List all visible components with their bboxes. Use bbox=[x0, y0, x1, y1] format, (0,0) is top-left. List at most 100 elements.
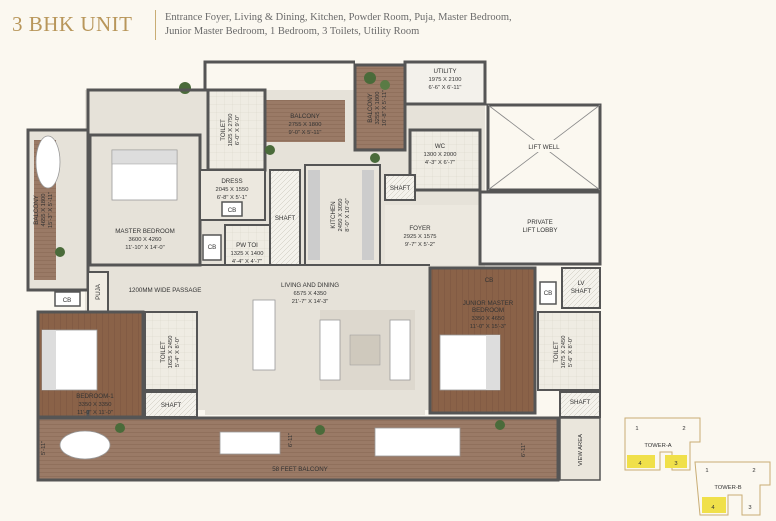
lv-label-2: SHAFT bbox=[571, 288, 592, 295]
kitchen-ft: 8'-0" X 10'-0" bbox=[345, 198, 351, 231]
wc-room bbox=[408, 128, 482, 192]
cb-junior-label: CB bbox=[485, 277, 494, 284]
toilet-jm-ft: 5'-6" X 8'-0" bbox=[568, 337, 574, 367]
bedroom1-ft: 11'-0" X 11'-0" bbox=[77, 410, 113, 416]
toilet-b1-name: TOILET bbox=[160, 341, 167, 363]
wc-name: WC bbox=[435, 143, 446, 150]
foyer-name: FOYER bbox=[409, 225, 431, 232]
plant bbox=[315, 425, 325, 435]
plant bbox=[495, 420, 505, 430]
toilet-master-ft: 6'-0" X 9'-0" bbox=[235, 115, 241, 145]
living-sofa bbox=[319, 319, 341, 381]
key-b-1: 1 bbox=[705, 468, 708, 474]
utility-name: UTILITY bbox=[433, 68, 456, 75]
key-b-4: 4 bbox=[711, 505, 715, 511]
master-bedroom-mm: 3600 X 4260 bbox=[129, 237, 162, 243]
plant bbox=[380, 80, 390, 90]
plant bbox=[265, 145, 275, 155]
balcony-top-mm: 2755 X 1800 bbox=[289, 122, 322, 128]
key-unit-highlight-a3 bbox=[665, 455, 687, 468]
description-line-1: Entrance Foyer, Living & Dining, Kitchen… bbox=[165, 12, 512, 23]
cb-junior-side-label: CB bbox=[544, 290, 553, 297]
cb-passage-label: CB bbox=[63, 297, 72, 304]
living-ft: 21'-7" X 14'-3" bbox=[292, 299, 329, 305]
dim-611-right: 6'-11" bbox=[521, 443, 527, 457]
cb-master bbox=[221, 201, 243, 217]
key-a-2: 2 bbox=[682, 426, 685, 432]
foyer-mm: 2925 X 1575 bbox=[404, 234, 437, 240]
dining-table bbox=[252, 299, 276, 371]
plant bbox=[55, 247, 65, 257]
dress-name: DRESS bbox=[221, 178, 242, 185]
balcony-lounger-left bbox=[59, 430, 111, 460]
lift-well bbox=[486, 103, 602, 192]
junior-ft: 11'-0" X 15'-3" bbox=[470, 324, 506, 330]
key-a-3: 3 bbox=[674, 461, 677, 467]
dim-611-mid: 6'-11" bbox=[288, 433, 294, 447]
utility-mm: 1975 X 2100 bbox=[429, 77, 462, 83]
toilet-jm-name: TOILET bbox=[553, 341, 560, 363]
unit-description: Entrance Foyer, Living & Dining, Kitchen… bbox=[165, 11, 525, 39]
puja-label: PUJA bbox=[95, 283, 102, 300]
balcony-kitchen-mm: 3255 X 1800 bbox=[375, 92, 381, 125]
junior-name-1: JUNIOR MASTER bbox=[463, 300, 514, 307]
header-divider bbox=[155, 10, 156, 40]
wc-ft: 4'-3" X 6'-7" bbox=[425, 160, 455, 166]
toilet-master-mm: 1825 X 2750 bbox=[228, 114, 234, 147]
cb-bedroom-side bbox=[202, 234, 222, 261]
pw-toi-ft: 4'-4" X 4'-7" bbox=[232, 259, 262, 265]
lift-lobby-line2: LIFT LOBBY bbox=[523, 227, 558, 234]
balcony-dining-set bbox=[219, 431, 281, 455]
balcony-58-label: 58 FEET BALCONY bbox=[272, 466, 328, 473]
pw-toi-mm: 1325 X 1400 bbox=[231, 251, 264, 257]
shaft-kitchen-label: SHAFT bbox=[275, 215, 296, 222]
balcony-top-ft: 9'-0" X 5'-11" bbox=[289, 130, 322, 136]
toilet-master-name: TOILET bbox=[220, 119, 227, 141]
plant bbox=[115, 423, 125, 433]
shaft-jm-label: SHAFT bbox=[570, 399, 591, 406]
kitchen-name: KITCHEN bbox=[330, 201, 337, 228]
dress-room bbox=[199, 169, 266, 221]
junior-mm: 3350 X 4650 bbox=[472, 316, 505, 322]
balcony-kitchen-name: BALCONY bbox=[367, 93, 374, 123]
utility-ft: 6'-6" X 6'-11" bbox=[429, 85, 462, 91]
foyer-ft: 9'-7" X 5'-2" bbox=[405, 242, 435, 248]
shaft-top-label: SHAFT bbox=[390, 185, 411, 192]
pw-toilet bbox=[224, 224, 271, 266]
dim-511-left: 5'-11" bbox=[41, 441, 47, 455]
shaft-junior bbox=[559, 391, 601, 418]
key-tower-a: TOWER-A bbox=[644, 443, 671, 449]
dress-mm: 2045 X 1550 bbox=[216, 187, 249, 193]
view-area bbox=[559, 417, 601, 481]
key-plan: 1 2 4 3 TOWER-A 1 2 4 3 TOWER-B bbox=[624, 417, 771, 516]
key-a-4: 4 bbox=[638, 461, 642, 467]
balcony-left-name: BALCONY bbox=[33, 195, 40, 225]
key-tower-b: TOWER-B bbox=[714, 485, 741, 491]
balcony-top bbox=[265, 100, 345, 142]
balcony-sofa-set bbox=[374, 427, 461, 457]
balcony-kitchen-ft: 10'-8" X 5'-11" bbox=[382, 90, 388, 126]
private-lift-lobby bbox=[478, 190, 602, 266]
cb-side-label: CB bbox=[208, 244, 217, 251]
plant bbox=[364, 72, 376, 84]
key-unit-highlight-b bbox=[702, 497, 726, 513]
living-mm: 6575 X 4350 bbox=[294, 291, 327, 297]
lv-label-1: LV bbox=[577, 280, 585, 287]
outer-wall bbox=[86, 60, 355, 418]
foyer-room bbox=[385, 205, 480, 265]
toilet-b1-mm: 1625 X 2450 bbox=[168, 336, 174, 369]
toilet-b1-ft: 5'-4" X 8'-0" bbox=[175, 337, 181, 367]
dress-ft: 6'-8" X 5'-1" bbox=[217, 195, 247, 201]
cb-junior-side bbox=[539, 281, 557, 305]
passage-label: 1200MM WIDE PASSAGE bbox=[129, 287, 202, 294]
lift-well-name: LIFT WELL bbox=[528, 144, 560, 151]
toilet-junior bbox=[537, 311, 601, 391]
balcony-left-mm: 4655 X 1800 bbox=[41, 194, 47, 227]
kitchen-mm: 2450 X 3050 bbox=[338, 199, 344, 232]
balcony-left-ft: 15'-3" X 5'-11" bbox=[48, 192, 54, 228]
toilet-bedroom1 bbox=[144, 311, 198, 391]
view-area-label: VIEW AREA bbox=[578, 434, 584, 466]
balcony-kitchen bbox=[353, 63, 407, 152]
